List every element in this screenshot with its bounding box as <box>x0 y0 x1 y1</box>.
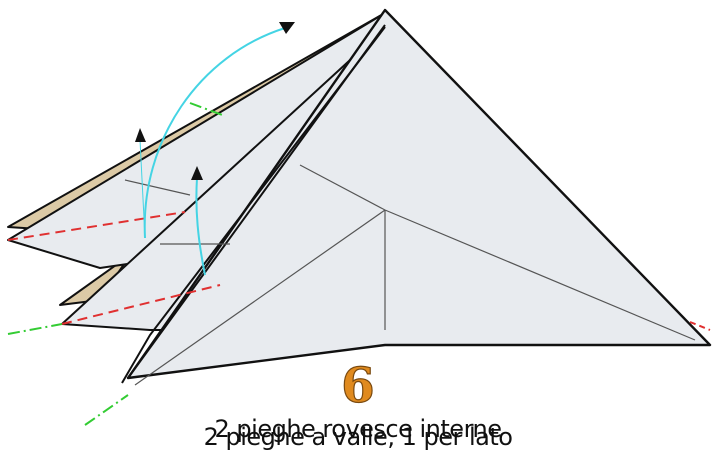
crease-line <box>134 209 386 386</box>
fold-arrow-icon <box>191 166 206 276</box>
step-number: 6 <box>341 358 376 414</box>
mountain-fold-line <box>7 323 63 335</box>
mountain-fold-line <box>189 102 226 117</box>
mountain-fold-line <box>84 394 129 426</box>
fold-arrow-icon <box>143 22 295 239</box>
caption-inside-reverse-folds: 2 pieghe rovesce interne <box>214 415 502 443</box>
arrow-head <box>135 128 146 142</box>
body-under-edge <box>121 26 386 384</box>
crease-line <box>384 209 696 341</box>
caption-valley-folds: 2 pieghe a valle, 1 per lato <box>203 423 513 451</box>
valley-fold-line <box>689 321 711 331</box>
body-front <box>126 8 712 380</box>
crease-line <box>124 179 191 196</box>
crease-line <box>299 164 386 211</box>
arrow-stem <box>139 139 146 239</box>
body-fold-edge <box>127 24 386 379</box>
valley-fold-line <box>61 284 221 325</box>
valley-fold-line <box>7 211 186 241</box>
